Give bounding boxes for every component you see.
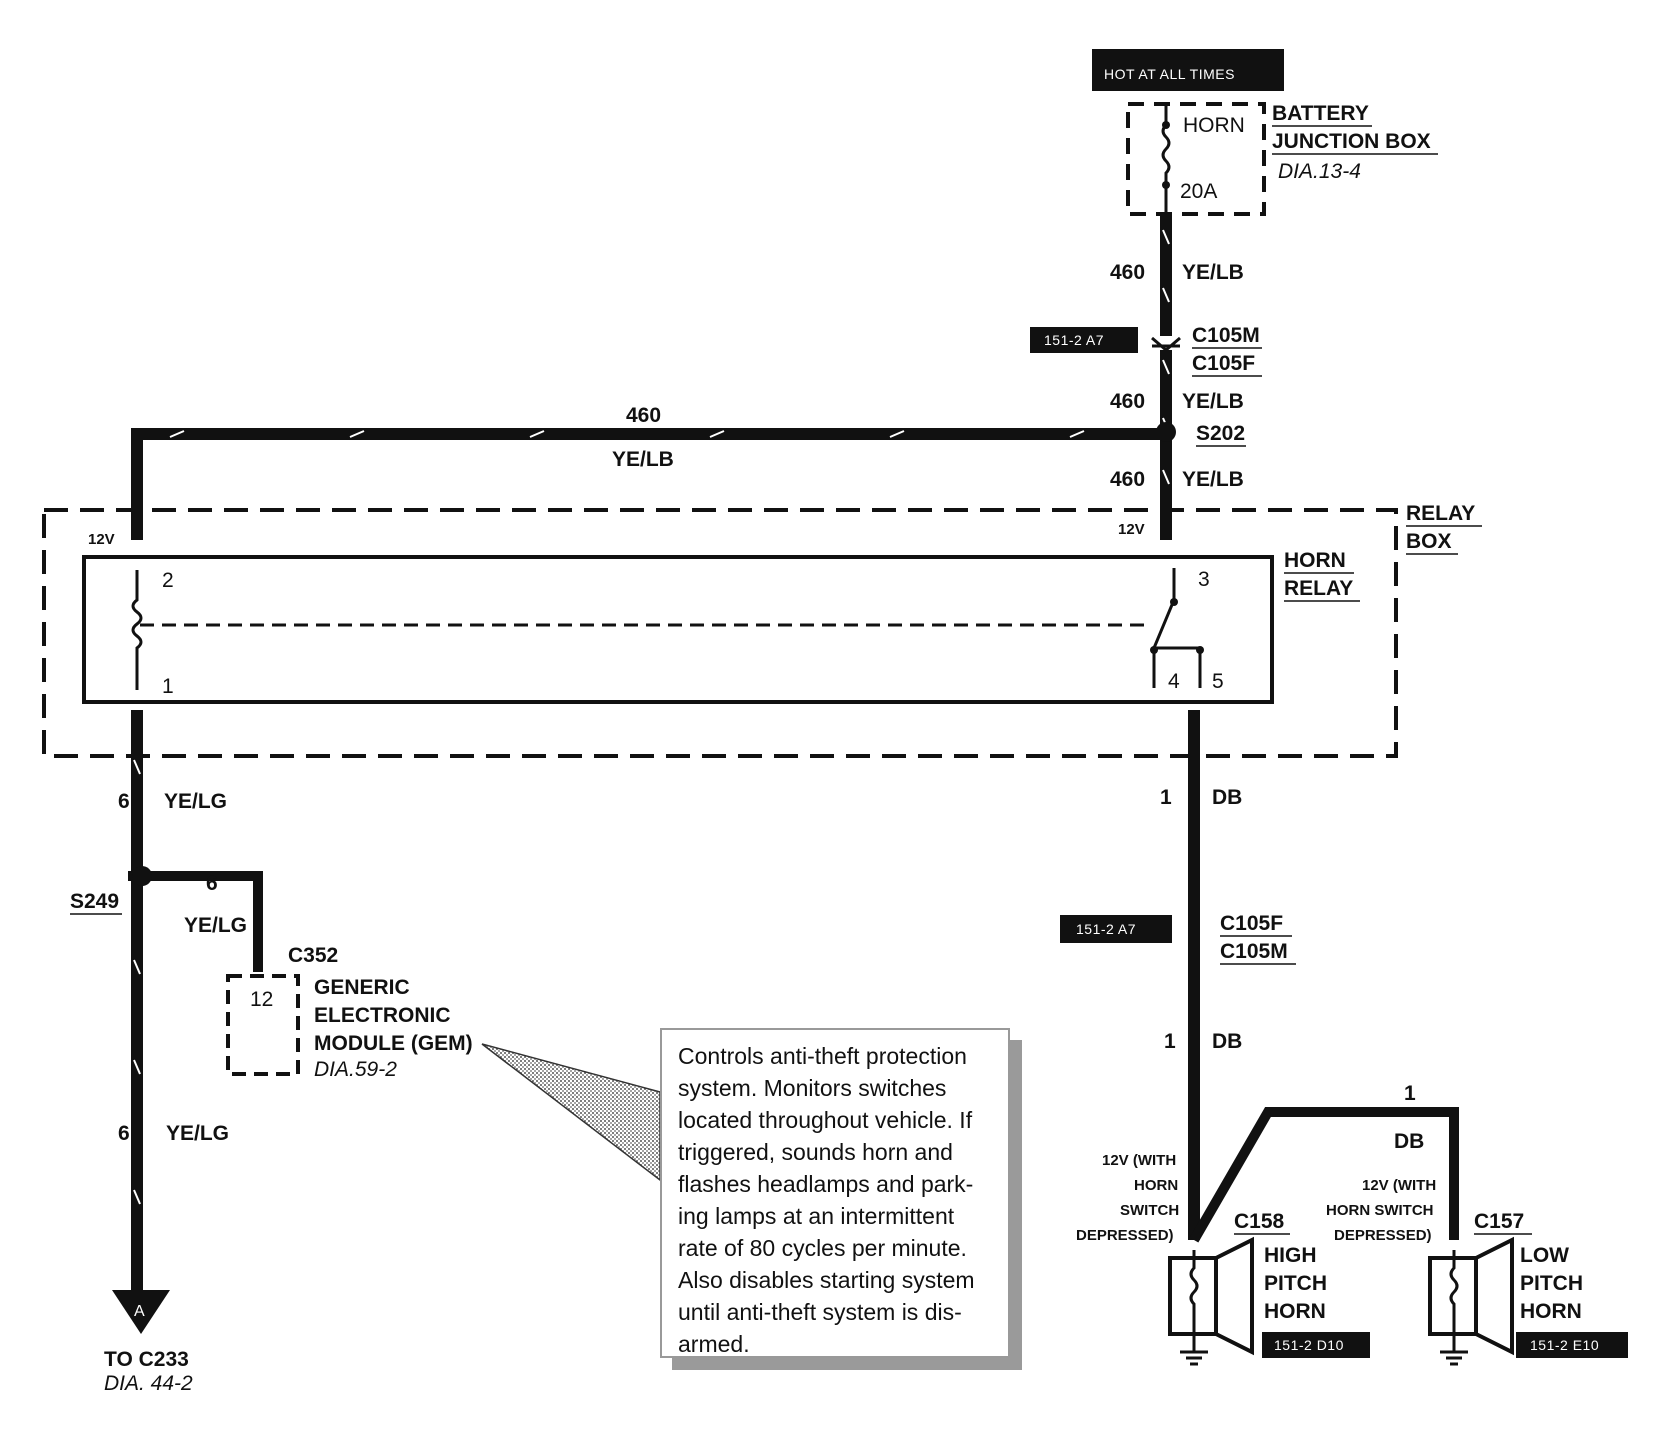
junction-box-label: BATTERY [1272, 102, 1369, 125]
svg-text:12V (WITH: 12V (WITH [1362, 1177, 1436, 1194]
svg-text:460: 460 [626, 404, 661, 427]
svg-text:1: 1 [1160, 786, 1172, 809]
ref-tag-low-horn: 151-2 E10 [1516, 1332, 1628, 1358]
svg-text:YE/LB: YE/LB [1182, 468, 1244, 491]
svg-text:12V: 12V [1118, 521, 1145, 538]
connector-c352: C352 [288, 944, 338, 967]
junction-box-dia: DIA.13-4 [1278, 160, 1361, 183]
svg-text:DB: DB [1212, 786, 1242, 809]
battery-junction-box [1126, 102, 1266, 216]
low-pitch-horn [1428, 1236, 1514, 1366]
svg-text:PITCH: PITCH [1264, 1272, 1327, 1295]
offpage-connector-a [112, 1290, 170, 1334]
ref-tag-c105-lower: 151-2 A7 [1060, 915, 1172, 943]
svg-text:S202: S202 [1196, 422, 1245, 445]
svg-text:C105F: C105F [1220, 912, 1283, 935]
ref-tag-c105-upper: 151-2 A7 [1030, 327, 1138, 353]
ref-tag-high-horn: 151-2 D10 [1262, 1332, 1370, 1358]
splice-s249 [132, 866, 152, 886]
svg-text:YE/LB: YE/LB [1182, 390, 1244, 413]
svg-text:YE/LG: YE/LG [166, 1122, 229, 1145]
svg-text:HORN: HORN [1264, 1300, 1326, 1323]
svg-text:MODULE (GEM): MODULE (GEM) [314, 1032, 473, 1055]
relay-box [42, 508, 1398, 758]
svg-text:4: 4 [1168, 670, 1180, 693]
svg-text:DEPRESSED): DEPRESSED) [1076, 1227, 1174, 1244]
svg-text:HORN: HORN [1134, 1177, 1178, 1194]
svg-text:SWITCH: SWITCH [1120, 1202, 1179, 1219]
svg-text:C158: C158 [1234, 1210, 1285, 1233]
svg-text:DB: DB [1394, 1130, 1424, 1153]
svg-text:HORN: HORN [1520, 1300, 1582, 1323]
svg-text:1: 1 [1164, 1030, 1176, 1053]
svg-text:151-2 A7: 151-2 A7 [1044, 332, 1104, 348]
relay-coil [131, 570, 143, 690]
hot-at-all-times-tag: HOT AT ALL TIMES [1092, 49, 1284, 91]
svg-text:12V (WITH: 12V (WITH [1102, 1152, 1176, 1169]
svg-text:A: A [134, 1303, 145, 1320]
connector-c105m: C105M [1192, 324, 1260, 347]
svg-text:151-2 E10: 151-2 E10 [1530, 1337, 1599, 1353]
svg-text:C157: C157 [1474, 1210, 1524, 1233]
svg-text:6: 6 [206, 872, 218, 895]
svg-text:ELECTRONIC: ELECTRONIC [314, 1004, 451, 1027]
svg-text:DIA.59-2: DIA.59-2 [314, 1058, 397, 1081]
svg-text:YE/LG: YE/LG [184, 914, 247, 937]
svg-text:DEPRESSED): DEPRESSED) [1334, 1227, 1432, 1244]
svg-text:12: 12 [250, 988, 273, 1011]
svg-text:2: 2 [162, 569, 174, 592]
svg-text:460: 460 [1110, 468, 1145, 491]
svg-text:6: 6 [118, 790, 130, 813]
svg-text:HIGH: HIGH [1264, 1244, 1317, 1267]
svg-text:YE/LB: YE/LB [612, 448, 674, 471]
svg-text:HOT AT ALL TIMES: HOT AT ALL TIMES [1104, 66, 1235, 82]
svg-text:1: 1 [1404, 1082, 1416, 1105]
svg-text:460: 460 [1110, 390, 1145, 413]
high-pitch-horn [1168, 1236, 1254, 1366]
svg-text:5: 5 [1212, 670, 1224, 693]
svg-text:TO C233: TO C233 [104, 1348, 189, 1371]
horn-fuse [1161, 104, 1171, 214]
svg-text:PITCH: PITCH [1520, 1272, 1583, 1295]
svg-text:460: 460 [1110, 261, 1145, 284]
svg-text:DB: DB [1212, 1030, 1242, 1053]
svg-text:151-2 D10: 151-2 D10 [1274, 1337, 1344, 1353]
gem-module-box [226, 974, 300, 1076]
svg-text:YE/LG: YE/LG [164, 790, 227, 813]
connector-c105f: C105F [1192, 352, 1255, 375]
svg-text:DIA. 44-2: DIA. 44-2 [104, 1372, 193, 1395]
svg-text:6: 6 [118, 1122, 130, 1145]
junction-box-label-2: JUNCTION BOX [1272, 130, 1431, 153]
svg-text:3: 3 [1198, 568, 1210, 591]
svg-text:BOX: BOX [1406, 530, 1452, 553]
svg-text:GENERIC: GENERIC [314, 976, 410, 999]
svg-text:151-2 A7: 151-2 A7 [1076, 921, 1136, 937]
svg-text:RELAY: RELAY [1406, 502, 1475, 525]
fuse-name: HORN [1183, 114, 1245, 137]
svg-text:HORN: HORN [1284, 549, 1346, 572]
svg-text:HORN SWITCH: HORN SWITCH [1326, 1202, 1434, 1219]
svg-text:1: 1 [162, 675, 174, 698]
fuse-rating: 20A [1180, 180, 1217, 203]
svg-text:YE/LB: YE/LB [1182, 261, 1244, 284]
svg-text:LOW: LOW [1520, 1244, 1569, 1267]
svg-text:12V: 12V [88, 531, 115, 548]
svg-text:RELAY: RELAY [1284, 577, 1353, 600]
horn-relay [82, 555, 1274, 704]
svg-text:C105M: C105M [1220, 940, 1288, 963]
svg-text:S249: S249 [70, 890, 119, 913]
